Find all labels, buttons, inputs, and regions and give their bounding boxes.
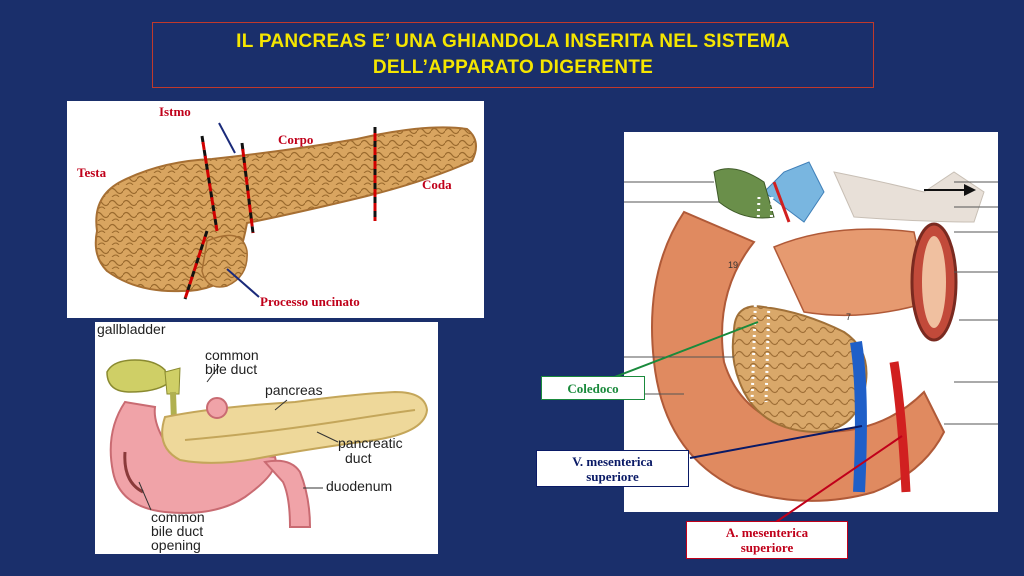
slide-title-line-1: IL PANCREAS E’ UNA GHIANDOLA INSERITA NE… <box>236 31 790 52</box>
pancreas-ducts-figure: gallbladder common bile duct pancreas pa… <box>95 322 438 554</box>
label-coda: Coda <box>422 177 452 192</box>
label-common-bile-duct-1: common <box>205 347 259 363</box>
label-gallbladder: gallbladder <box>97 322 166 337</box>
callout-arteria-mesenterica: A. mesenterica superiore <box>686 521 848 559</box>
label-pancreas: pancreas <box>265 382 323 398</box>
label-testa: Testa <box>77 165 107 180</box>
callout-vena-mesenterica: V. mesenterica superiore <box>536 450 689 487</box>
callout-coledoco: Coledoco <box>541 376 645 400</box>
figure-number-7: 7 <box>846 312 852 322</box>
slide-title-line-2: DELL’APPARATO DIGERENTE <box>372 57 654 78</box>
pancreas-regions-figure: Istmo Corpo Testa Coda Processo uncinato <box>67 101 484 318</box>
callout-arteria-line-1: A. mesenterica <box>725 525 809 540</box>
callout-vena-line-1: V. mesenterica <box>572 453 653 469</box>
callout-coledoco-text: Coledoco <box>567 380 619 396</box>
label-pancreatic-duct-2: duct <box>345 450 372 466</box>
label-common-bile-duct-2: bile duct <box>205 361 258 377</box>
callout-vena-line-2: superiore <box>586 468 639 484</box>
label-opening-3: opening <box>151 537 201 553</box>
slide-title: IL PANCREAS E’ UNA GHIANDOLA INSERITA NE… <box>152 22 874 88</box>
label-corpo: Corpo <box>278 132 314 147</box>
label-duodenum: duodenum <box>326 478 393 494</box>
label-istmo: Istmo <box>159 104 191 119</box>
pancreas-regions-illustration <box>94 122 477 300</box>
label-processo-uncinato: Processo uncinato <box>260 294 360 309</box>
figure-number-19: 19 <box>728 260 739 270</box>
pancreas-ducts-illustration <box>106 359 429 528</box>
label-pancreatic-duct-1: pancreatic <box>338 435 403 451</box>
pancreas-shape <box>94 126 477 293</box>
callout-arteria-line-2: superiore <box>740 540 794 555</box>
label-opening-2: bile duct <box>151 523 204 539</box>
label-opening-1: common <box>151 509 205 525</box>
